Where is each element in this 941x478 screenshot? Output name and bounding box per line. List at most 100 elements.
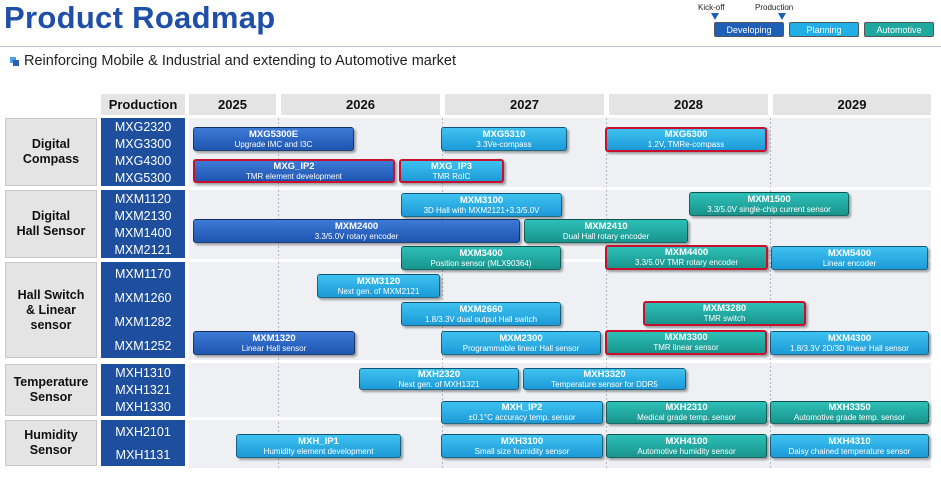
bar-desc: ±0.1°C accuracy temp. sensor: [468, 413, 576, 422]
legend-planning: Planning: [789, 22, 859, 37]
kickoff-arrow-icon: [711, 13, 719, 20]
bar-name: MXH4100: [665, 435, 708, 447]
bar-desc: Temperature sensor for DDR5: [551, 379, 658, 389]
year-header-2027: 2027: [445, 94, 604, 115]
row-separator: [5, 360, 931, 363]
bar-desc: Next gen. of MXM2121: [337, 286, 420, 296]
bar-desc: 1.2V, TMRe-compass: [647, 140, 725, 149]
legend-production-label: Production: [755, 3, 794, 12]
bar-desc: 3.3/5.0V TMR rotary encoder: [634, 258, 738, 267]
subtitle: Reinforcing Mobile & Industrial and exte…: [24, 53, 457, 69]
bullet-squares-icon: [10, 56, 19, 66]
category-label: Digital Hall Sensor: [16, 209, 86, 238]
bar-name: MXM1500: [747, 193, 791, 205]
bar-desc: Humidity element development: [263, 446, 374, 456]
year-header-2028: 2028: [609, 94, 768, 115]
category-digital-hall-sensor: Digital Hall Sensor: [5, 190, 97, 258]
product-code: MXM1170: [114, 267, 172, 281]
product-code: MXM1252: [114, 339, 172, 353]
bar-desc: 3D Hall with MXM2121+3.3/5.0V: [423, 205, 540, 215]
bar-desc: 1.8/3.3V 2D/3D linear Hall sensor: [790, 343, 909, 353]
page-title: Product Roadmap: [4, 0, 276, 35]
bar-name: MXM3100: [459, 194, 504, 206]
production-column-header: Production: [101, 94, 185, 115]
bar-name: MXG5310: [482, 128, 526, 140]
product-code: MXH1321: [115, 382, 171, 397]
product-code: MXG2320: [114, 119, 172, 134]
bar-name: MXG_IP3: [430, 160, 473, 172]
product-code: MXH1131: [115, 447, 171, 462]
year-header-2029: 2029: [773, 94, 931, 115]
bar-name: MXH_IP1: [298, 435, 339, 447]
legend-developing: Developing: [714, 22, 784, 37]
category-label: Hall Switch & Linear sensor: [17, 287, 85, 332]
bar-name: MXM4400: [664, 247, 709, 258]
product-code: MXM1400: [114, 225, 172, 240]
bar-name: MXH3350: [828, 402, 871, 413]
bar-desc: 1.8/3.3V dual output Hall switch: [424, 314, 538, 324]
product-code: MXH2101: [115, 424, 171, 439]
bar-name: MXG6300: [664, 129, 708, 140]
category-temperature-sensor: Temperature Sensor: [5, 364, 97, 416]
bar-name: MXM2660: [459, 303, 503, 315]
bar-name: MXM2300: [499, 332, 543, 344]
product-code: MXM2130: [114, 208, 172, 223]
bar-name: MXM2400: [334, 220, 379, 232]
production-list-hall: MXM1120 MXM2130 MXM1400 MXM2121: [101, 190, 185, 258]
bar-desc: Upgrade IMC and I3C: [234, 139, 313, 149]
bar-desc: Programmable linear Hall sensor: [462, 343, 580, 353]
legend-automotive: Automotive: [864, 22, 934, 37]
bar-desc: TMR RoIC: [432, 171, 471, 181]
bar-name: MXM3300: [664, 332, 708, 343]
bar-name: MXH3320: [583, 368, 626, 380]
product-code: MXM1260: [114, 291, 172, 305]
roadmap-bar[interactable]: MXH_IP2±0.1°C accuracy temp. sensor: [441, 401, 603, 424]
bar-name: MXG_IP2: [273, 160, 315, 172]
bar-desc: Linear encoder: [822, 258, 877, 268]
product-code: MXG3300: [114, 136, 172, 151]
row-separator: [5, 187, 931, 190]
grid-line: [442, 118, 443, 468]
bar-name: MXH2310: [665, 402, 708, 413]
bar-desc: Position sensor (MLX90364): [430, 258, 532, 268]
bar-name: MXM1320: [252, 332, 296, 344]
year-header-2025: 2025: [189, 94, 276, 115]
production-arrow-icon: [778, 13, 786, 20]
bar-desc: Small size humidity sensor: [474, 446, 570, 456]
bar-name: MXM5400: [827, 247, 872, 259]
product-code: MXM1282: [114, 315, 172, 329]
year-header-2026: 2026: [281, 94, 440, 115]
product-code: MXH1330: [115, 400, 171, 415]
grid-line: [606, 118, 607, 468]
bar-name: MXM3120: [356, 275, 401, 287]
product-code: MXM1120: [114, 191, 172, 206]
production-list-temperature: MXH1310 MXH1321 MXH1330: [101, 364, 185, 416]
